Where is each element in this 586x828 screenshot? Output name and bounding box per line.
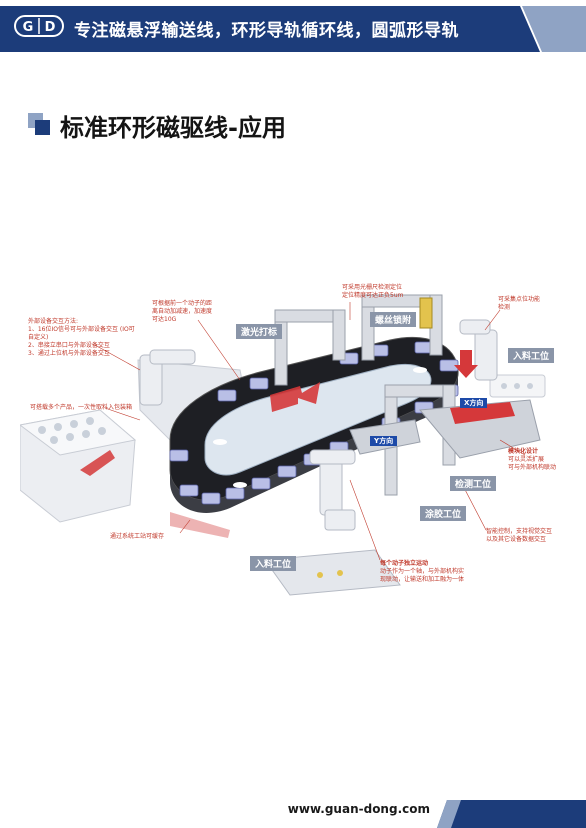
section-title: 标准环形磁驱线-应用 <box>60 113 286 142</box>
banner-background <box>0 6 586 52</box>
annotation-independent-motion: 每个动子独立运动 动子作为一个轴，与外部机构实 现联动，让输送和加工融为一体 <box>380 560 465 583</box>
station-loading-right: 入料工位 <box>508 348 555 363</box>
x-direction-label: X方向 <box>460 398 488 408</box>
header-banner: G D 专注磁悬浮输送线，环形导轨循环线，圆弧形导轨 <box>0 0 586 52</box>
ring-line-diagram: 激光打标 螺丝锁附 入料工位 检测工位 涂胶工位 入料工位 X方向 Y方向 外部… <box>18 284 570 600</box>
website-url: www.guan-dong.com <box>287 802 430 816</box>
svg-text:D: D <box>45 20 56 35</box>
svg-text:G: G <box>23 20 34 35</box>
annotation-speed: 可根据前一个动子的距 离自动加减速，加速度 可达10G <box>152 300 213 323</box>
annotation-cache: 通过系统工站可缓存 <box>110 533 165 540</box>
y-direction-label: Y方向 <box>370 436 398 446</box>
annotation-modular: 模块化设计 可以灵活扩展 可与外部机构联动 <box>508 448 557 471</box>
annotation-precision: 可采用光栅尺检测定位 定位精度可达正负5um <box>342 284 404 299</box>
station-laser-marking: 激光打标 <box>236 324 283 339</box>
annotation-multi-product: 可搭载多个产品，一次性取料入包装箱 <box>30 404 133 411</box>
footer-bar <box>437 800 586 828</box>
station-inspection: 检测工位 <box>450 476 497 491</box>
header-slogan: 专注磁悬浮输送线，环形导轨循环线，圆弧形导轨 <box>74 21 459 41</box>
station-glue: 涂胶工位 <box>420 506 467 521</box>
station-loading-front: 入料工位 <box>250 556 297 571</box>
annotation-external-interaction: 外部设备交互方法: 1、16位IO信号可与外部设备交互 (IO可 自定义) 2、… <box>28 318 135 357</box>
annotation-smart-control: 智能控制，支持视觉交互 以及其它设备数据交互 <box>486 528 553 543</box>
station-screw-fastening: 螺丝锁附 <box>370 312 417 327</box>
title-square-icon <box>28 113 52 137</box>
section-heading: 标准环形磁驱线-应用 <box>28 110 286 142</box>
gd-logo: G D <box>14 15 64 37</box>
annotation-station-control: 可采集点位功能 检测 <box>498 296 541 311</box>
